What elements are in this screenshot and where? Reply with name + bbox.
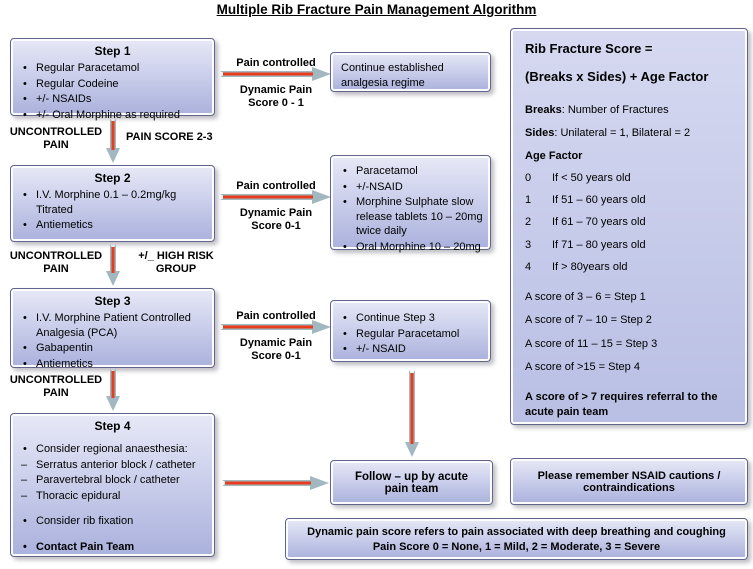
list-item: Antiemetics <box>19 357 208 372</box>
arrow-step3-to-step4 <box>106 368 120 411</box>
page-title: Multiple Rib Fracture Pain Management Al… <box>216 2 537 17</box>
list-item: Consider rib fixation <box>19 514 208 529</box>
arrow-step4-to-followup <box>222 476 329 490</box>
arrow-step1-to-outcome1 <box>220 67 331 81</box>
sides-definition: Sides: Unilateral = 1, Bilateral = 2 <box>525 127 691 140</box>
list-item: Regular Paracetamol <box>19 61 208 76</box>
pain-controlled-label-3: Pain controlled <box>236 310 316 322</box>
note-line-2: Pain Score 0 = None, 1 = Mild, 2 = Moder… <box>372 540 661 553</box>
pain-controlled-label-1: Pain controlled <box>236 57 316 69</box>
list-item: Oral Morphine 10 – 20mg <box>339 240 484 255</box>
age-factor-heading: Age Factor <box>525 150 583 163</box>
step2-list: I.V. Morphine 0.1 – 0.2mg/kg Titrated An… <box>11 188 214 233</box>
list-item: I.V. Morphine Patient Controlled Analges… <box>19 311 208 340</box>
rib-fracture-score-panel: Rib Fracture Score = (Breaks x Sides) + … <box>510 28 748 425</box>
dynamic-pain-label-1: Dynamic Pain Score 0 - 1 <box>239 84 313 110</box>
list-item: Thoracic epidural <box>19 489 208 504</box>
step3-list: I.V. Morphine Patient Controlled Analges… <box>11 311 214 371</box>
score-formula-line1: Rib Fracture Score = <box>525 41 653 56</box>
uncontrolled-pain-label-1: UNCONTROLLED PAIN <box>9 126 103 152</box>
step1-heading: Step 1 <box>94 44 131 58</box>
arrow-step1-to-step2 <box>106 118 120 163</box>
step1-box: Step 1 Regular Paracetamol Regular Codei… <box>10 38 215 122</box>
uncontrolled-pain-label-3: UNCONTROLLED PAIN <box>9 374 103 400</box>
score-step-mapping: A score of 3 – 6 = Step 1 A score of 7 –… <box>525 290 735 374</box>
note-line-1: Dynamic pain score refers to pain associ… <box>307 526 726 538</box>
followup-box: Follow – up by acute pain team <box>330 460 493 505</box>
list-item: Paravertebral block / catheter <box>19 473 208 488</box>
score-formula-line2: (Breaks x Sides) + Age Factor <box>525 68 709 84</box>
breaks-definition: Breaks: Number of Fractures <box>525 103 669 116</box>
step1-list: Regular Paracetamol Regular Codeine +/- … <box>11 61 214 122</box>
score-map-line: A score of 11 – 15 = Step 3 <box>525 337 658 350</box>
uncontrolled-pain-label-2: UNCONTROLLED PAIN <box>9 250 103 276</box>
step2-heading: Step 2 <box>94 171 131 185</box>
arrow-step2-to-outcome2 <box>220 190 331 204</box>
list-item: Paracetamol <box>339 164 484 179</box>
list-item: Gabapentin <box>19 341 208 356</box>
nsaid-caution-text: Please remember NSAID cautions / contrai… <box>537 469 721 494</box>
list-item: Continue Step 3 <box>339 311 484 326</box>
list-item: Antiemetics <box>19 218 208 233</box>
list-item: +/- NSAIDs <box>19 92 208 107</box>
list-item: Serratus anterior block / catheter <box>19 458 208 473</box>
outcome1-text: Continue established analgesia regime <box>341 62 444 89</box>
nsaid-caution-box: Please remember NSAID cautions / contrai… <box>510 458 748 505</box>
list-item: I.V. Morphine 0.1 – 0.2mg/kg Titrated <box>19 188 208 217</box>
list-item: Consider regional anaesthesia: <box>19 442 208 457</box>
outcome1-box: Continue established analgesia regime <box>330 52 491 92</box>
list-item: Morphine Sulphate slow release tablets 1… <box>339 195 484 239</box>
list-item: Regular Paracetamol <box>339 327 484 342</box>
outcome3-box: Continue Step 3 Regular Paracetamol +/- … <box>330 300 491 362</box>
list-item: +/-NSAID <box>339 180 484 195</box>
step3-box: Step 3 I.V. Morphine Patient Controlled … <box>10 288 215 371</box>
step2-box: Step 2 I.V. Morphine 0.1 – 0.2mg/kg Titr… <box>10 165 215 242</box>
list-item: Regular Codeine <box>19 77 208 92</box>
step4-heading: Step 4 <box>94 419 131 433</box>
arrow-outcome3-to-followup <box>405 370 419 457</box>
list-item: Contact Pain Team <box>19 540 208 555</box>
arrow-step2-to-step3 <box>106 244 120 286</box>
score-map-line: A score of 7 – 10 = Step 2 <box>525 314 652 327</box>
pain-score-2-3-label: PAIN SCORE 2-3 <box>126 131 213 143</box>
score-map-line: A score of 3 – 6 = Step 1 <box>525 291 646 304</box>
dynamic-pain-score-note-bar: Dynamic pain score refers to pain associ… <box>285 518 748 560</box>
step4-list: Consider regional anaesthesia: Serratus … <box>11 442 214 554</box>
outcome2-box: Paracetamol +/-NSAID Morphine Sulphate s… <box>330 155 491 254</box>
arrow-step3-to-outcome3 <box>220 320 331 334</box>
step3-heading: Step 3 <box>94 294 131 308</box>
referral-note: A score of > 7 requires referral to the … <box>525 391 718 419</box>
high-risk-group-label: +/_ HIGH RISK GROUP <box>138 250 214 276</box>
score-map-line: A score of >15 = Step 4 <box>525 361 640 374</box>
dynamic-pain-label-3: Dynamic Pain Score 0-1 <box>239 337 313 363</box>
pain-controlled-label-2: Pain controlled <box>236 180 316 192</box>
outcome3-list: Continue Step 3 Regular Paracetamol +/- … <box>331 301 490 357</box>
list-item: +/- Oral Morphine as required <box>19 108 208 123</box>
step4-box: Step 4 Consider regional anaesthesia: Se… <box>10 413 215 557</box>
outcome2-list: Paracetamol +/-NSAID Morphine Sulphate s… <box>331 156 490 254</box>
followup-text: Follow – up by acute pain team <box>354 470 469 495</box>
list-item: +/- NSAID <box>339 342 484 357</box>
dynamic-pain-label-2: Dynamic Pain Score 0-1 <box>239 207 313 233</box>
